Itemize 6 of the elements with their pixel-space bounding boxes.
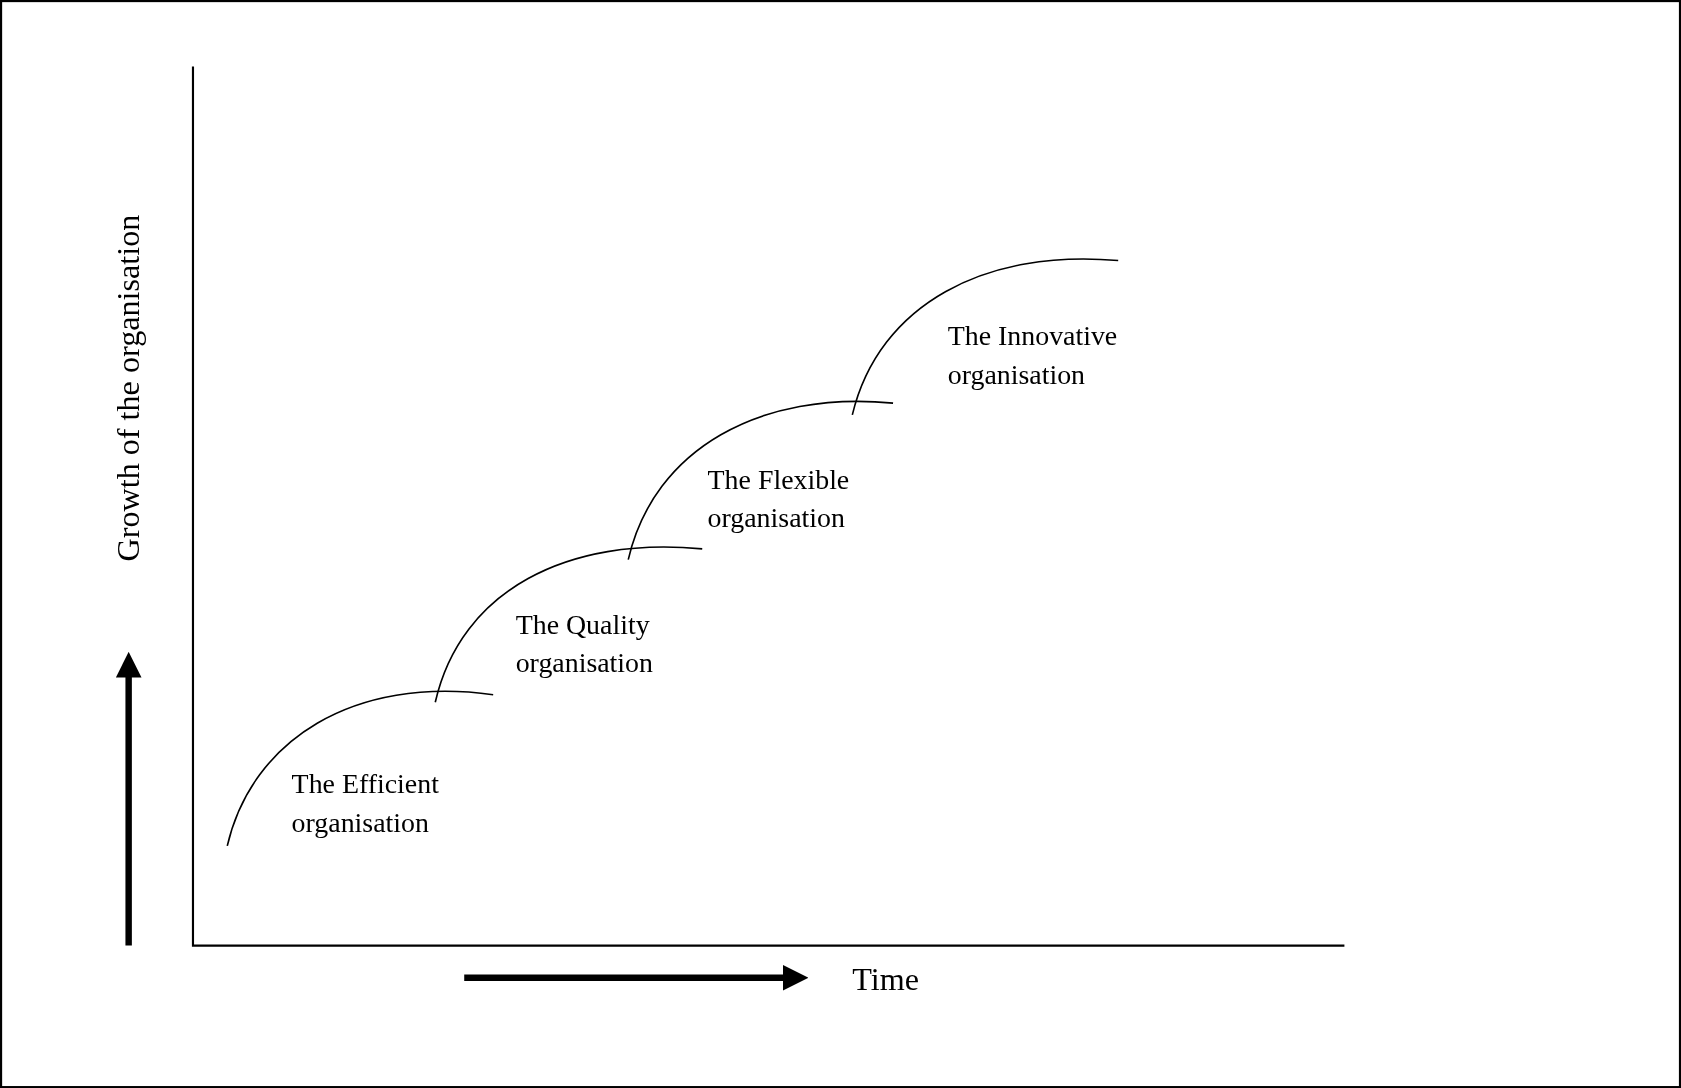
axis-label: Growth of the organisation <box>109 214 147 562</box>
axis-label: Time <box>852 959 920 998</box>
stage-label: The Flexible organisation <box>707 463 851 536</box>
stage-label: The Efficient organisation <box>291 767 440 841</box>
stage-label: The Innovative organisation <box>947 319 1119 393</box>
stage-label: The Quality organisation <box>515 607 654 681</box>
